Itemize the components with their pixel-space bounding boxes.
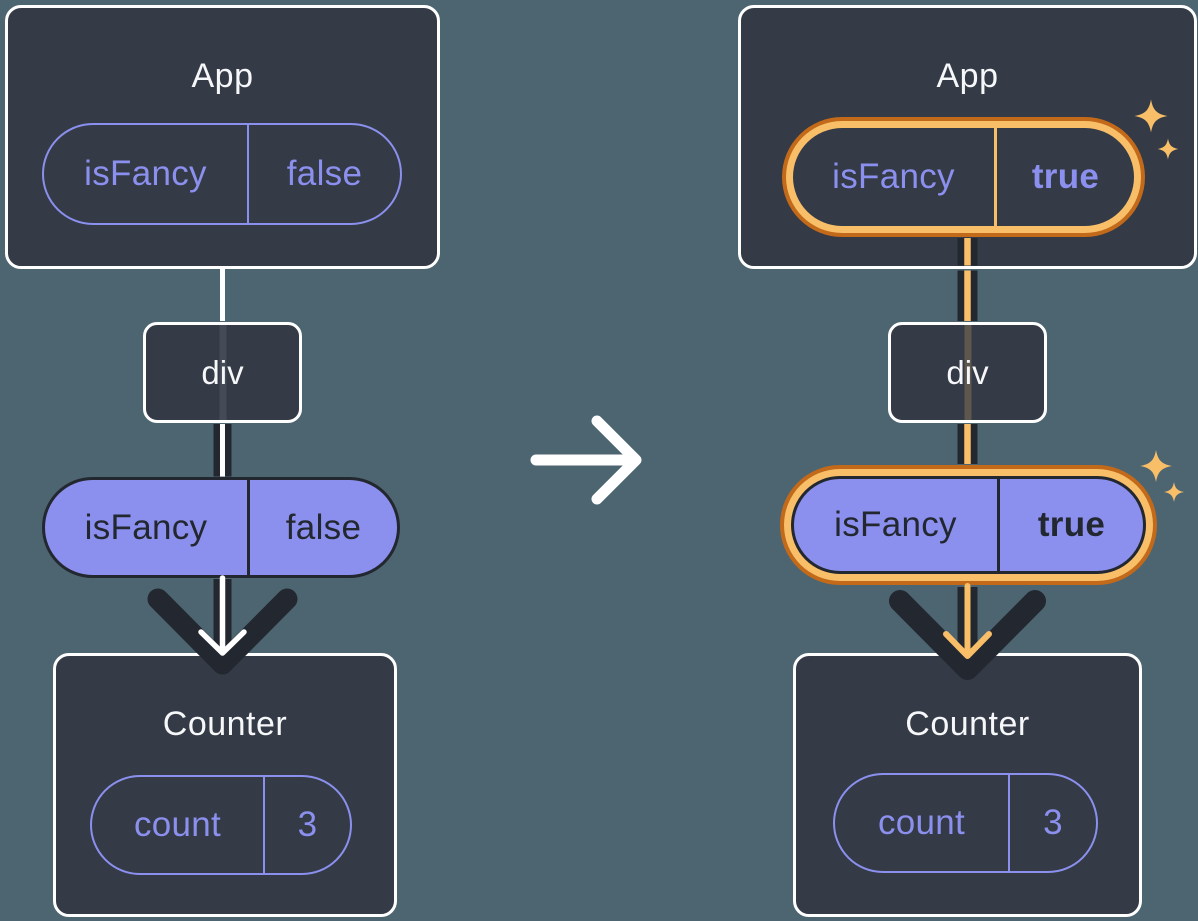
counter-component-box-after: Counter count 3 (793, 653, 1142, 917)
state-value: 3 (297, 805, 318, 844)
pass-through-line (964, 325, 971, 420)
right-arrow-icon (530, 415, 642, 505)
state-name: isFancy (832, 157, 955, 196)
state-pill-isfancy-before: isFancy false (42, 123, 402, 225)
sparkle-icon (1140, 450, 1172, 482)
sparkle-icon (1164, 482, 1184, 502)
pill-divider (997, 479, 1000, 571)
state-pill-isfancy-after-highlight: isFancy true (782, 117, 1145, 237)
pill-divider (247, 125, 249, 223)
state-name: count (133, 805, 222, 844)
prop-value: false (285, 507, 362, 547)
app-component-box-before: App isFancy false (5, 5, 440, 269)
highlight-ring: isFancy true (786, 121, 1141, 233)
state-value: true (1031, 157, 1100, 196)
state-name: isFancy (84, 154, 207, 193)
prop-pill-isfancy-after-highlight: isFancy true (780, 465, 1157, 585)
prop-name: isFancy (834, 505, 957, 544)
state-pill-count-before: count 3 (90, 775, 352, 875)
component-title: App (936, 57, 999, 95)
pill-divider (263, 777, 265, 873)
prop-name: isFancy (84, 507, 208, 547)
prop-pill-isfancy-after: isFancy true (791, 476, 1146, 574)
state-name: count (877, 803, 966, 842)
highlight-ring: isFancy true (784, 469, 1153, 581)
pill-divider (994, 128, 997, 226)
app-component-box-after: App isFancy true (738, 5, 1197, 269)
state-value: 3 (1043, 803, 1063, 842)
component-title: Counter (905, 705, 1030, 743)
pill-divider (1008, 775, 1010, 871)
div-element-box-before: div (143, 322, 302, 423)
component-title: Counter (162, 705, 288, 743)
pill-divider (247, 480, 250, 575)
state-pill-isfancy-after: isFancy true (793, 128, 1134, 226)
state-value: false (286, 154, 363, 193)
prop-value: true (1037, 505, 1106, 544)
counter-component-box-before: Counter count 3 (53, 653, 397, 917)
component-title: App (191, 57, 254, 95)
div-element-box-after: div (888, 322, 1047, 423)
element-label: div (201, 353, 244, 391)
state-pill-count-after: count 3 (833, 773, 1098, 873)
arrow-core-head-before (198, 629, 247, 656)
prop-pill-isfancy-before: isFancy false (42, 477, 400, 578)
element-label: div (946, 353, 989, 391)
pass-through-line (219, 325, 226, 420)
